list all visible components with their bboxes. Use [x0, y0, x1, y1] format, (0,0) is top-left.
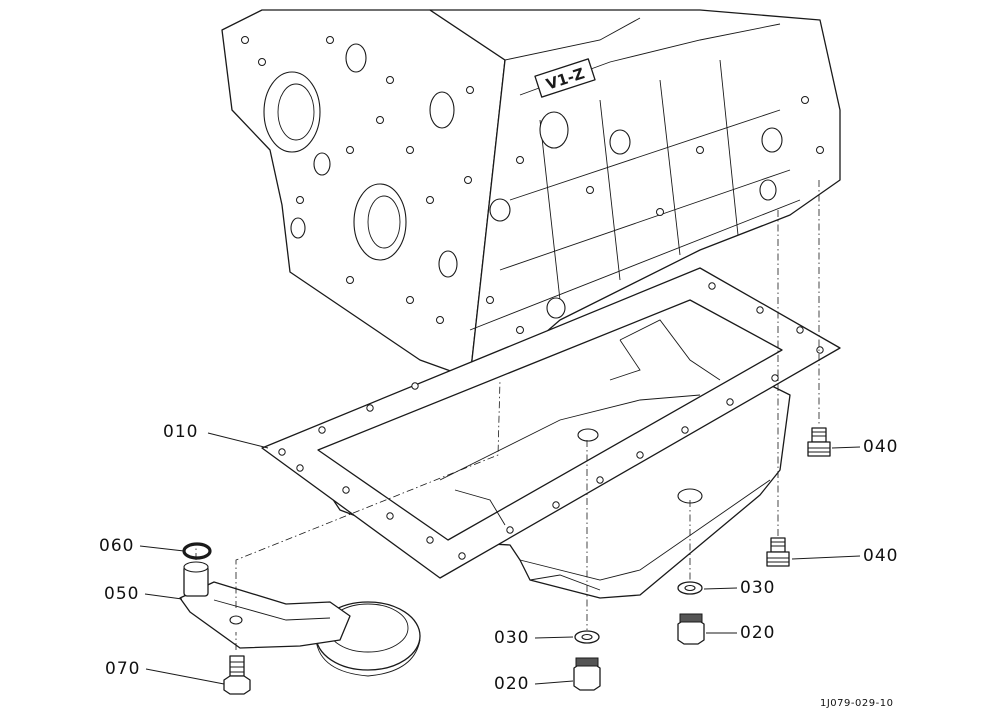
figure-id: 1J079-029-10 [820, 698, 894, 709]
oil-pan-opening [317, 299, 783, 541]
label-030-gasket-lower: 030 [494, 628, 530, 648]
label-020-drain-plug-lower: 020 [494, 674, 530, 694]
drain-boss [577, 428, 599, 442]
label-040-stud-bolt-lower: 040 [863, 546, 899, 566]
oil-pan [261, 267, 841, 599]
label-030-gasket-upper: 030 [740, 578, 776, 598]
leader-lines [139, 432, 861, 685]
oil-strainer [179, 561, 421, 677]
oil-pan-bolt-holes [278, 282, 824, 560]
strainer-arm [179, 581, 351, 649]
block-small-holes [241, 36, 824, 334]
bore-hole [263, 71, 321, 153]
label-040-stud-bolt-upper: 040 [863, 437, 899, 457]
bolt-070 [223, 655, 251, 695]
stud-bolt-upper [807, 427, 831, 457]
strainer-mount-hole [229, 615, 243, 625]
label-060-o-ring: 060 [99, 536, 135, 556]
o-ring [182, 542, 212, 560]
drain-plug-lower [573, 657, 601, 691]
label-010-oil-pan: 010 [163, 422, 199, 442]
assembly-center-lines [195, 180, 820, 650]
label-070-bolt: 070 [105, 659, 141, 679]
stud-bolt-lower [766, 537, 790, 567]
engine-block: V1-Z [221, 9, 841, 379]
label-020-drain-plug-upper: 020 [740, 623, 776, 643]
gasket-upper [677, 581, 703, 595]
gasket-lower [574, 630, 600, 644]
bore-hole [353, 183, 407, 261]
label-050-oil-strainer: 050 [104, 584, 140, 604]
drain-plug-upper [677, 613, 705, 645]
